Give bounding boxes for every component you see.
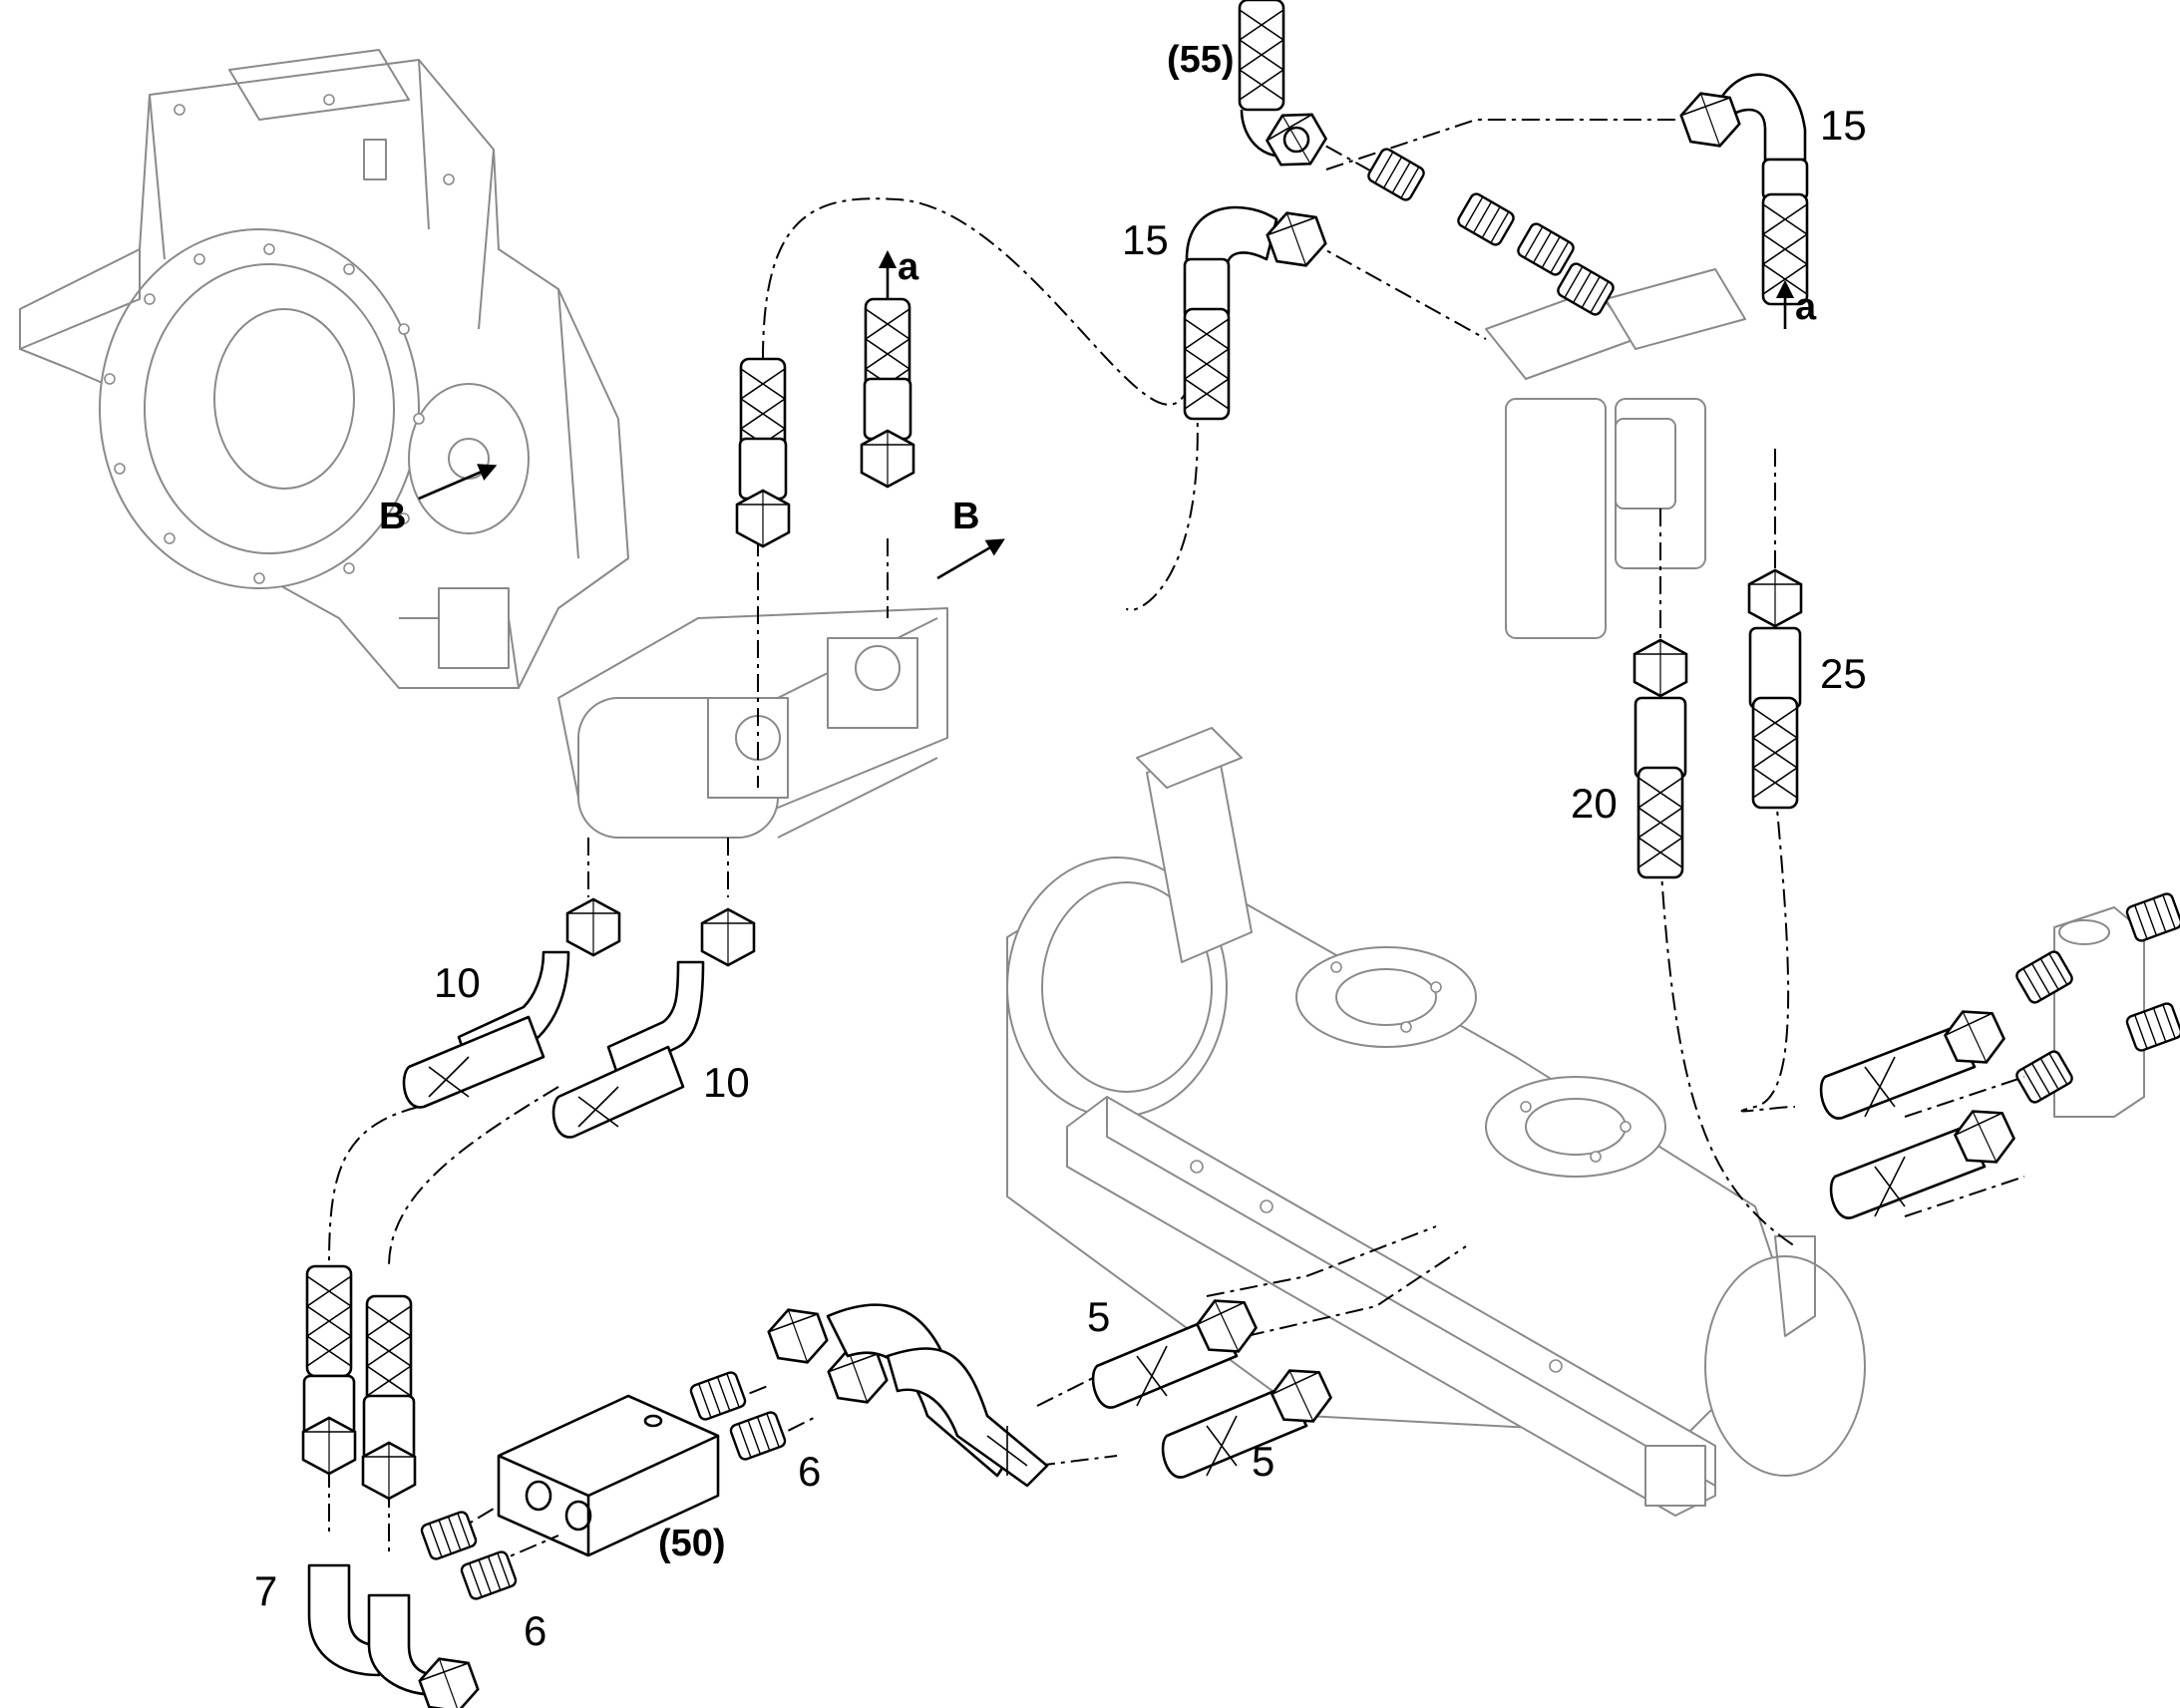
hose-a-pump-left [735, 357, 791, 548]
hose-7-left [301, 1264, 357, 1476]
arrow-b-right [936, 538, 1005, 580]
label-6-upper: 6 [798, 1448, 821, 1495]
label-b-left: B [379, 496, 406, 537]
hose-25 [1747, 568, 1803, 810]
distribution-block-icon [497, 1394, 720, 1557]
hoses-valve-block [1819, 999, 2021, 1219]
twin-filter-icon [1485, 268, 1746, 639]
transmission-housing-icon [19, 49, 629, 689]
label-a-right: a [1795, 286, 1817, 328]
elbow-7 [307, 1563, 485, 1708]
valve-block-icon [2013, 890, 2180, 1118]
arrow-b-left [418, 464, 498, 501]
label-55: (55) [1167, 39, 1235, 81]
hose-5-upper [1091, 1288, 1264, 1409]
hose-10-lower [551, 907, 756, 1139]
axle-housing-icon [1006, 727, 1866, 1517]
label-10-upper: 10 [434, 959, 481, 1006]
label-25: 25 [1820, 650, 1867, 697]
label-6-lower: 6 [524, 1607, 546, 1654]
label-5-lower: 5 [1252, 1438, 1274, 1485]
label-5-upper: 5 [1087, 1293, 1110, 1340]
hose-20 [1633, 638, 1688, 879]
label-10-lower: 10 [703, 1059, 750, 1106]
hose-10-upper [402, 897, 621, 1109]
label-50: (50) [658, 1523, 726, 1564]
hose-15-top-right [1674, 73, 1809, 306]
hose-7-right [361, 1294, 417, 1501]
label-15-top-mid: 15 [1122, 216, 1169, 263]
label-20: 20 [1571, 780, 1618, 827]
hose-5-elbows [762, 1299, 1049, 1488]
label-7: 7 [254, 1567, 277, 1614]
label-15-top-right: 15 [1820, 102, 1867, 149]
label-a-top: a [898, 246, 919, 288]
hydraulic-pump-icon [557, 607, 948, 839]
fittings-6-lower [419, 1509, 519, 1602]
label-b-right: B [952, 496, 979, 537]
tee-fittings-top [1365, 146, 1617, 318]
hose-5-lower [1161, 1358, 1338, 1479]
hose-a-pump-right [860, 297, 915, 489]
hose-15-top-mid [1183, 202, 1332, 421]
hose-55 [1238, 0, 1334, 178]
